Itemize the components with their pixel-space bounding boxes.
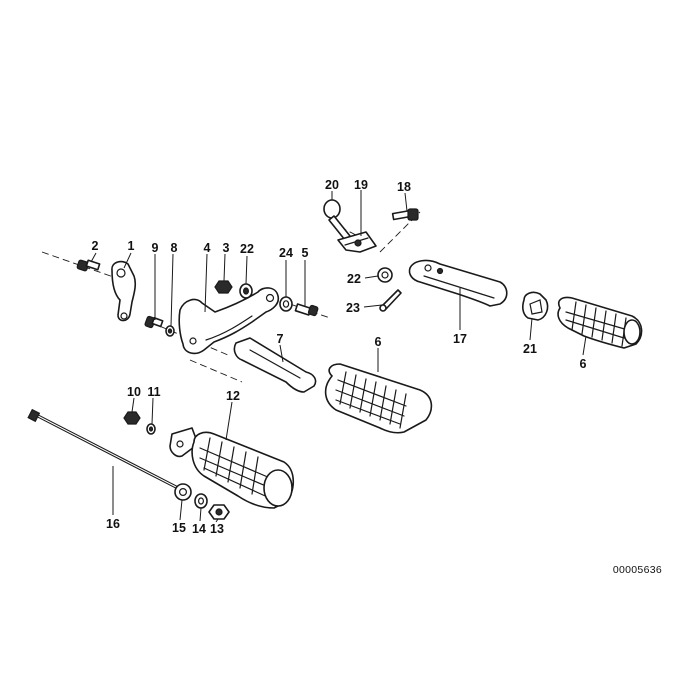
callout-12: 12 xyxy=(226,389,240,403)
part-6-footpeg-rubber-center xyxy=(324,363,433,434)
part-22-washer-right xyxy=(377,267,393,283)
callout-19: 19 xyxy=(354,178,368,192)
callout-6-right: 6 xyxy=(580,357,587,371)
part-6-footpeg-rubber-right xyxy=(557,296,643,349)
callout-7: 7 xyxy=(277,332,284,346)
part-9-screw xyxy=(144,315,164,329)
part-16-long-bolt xyxy=(27,408,180,490)
callout-14: 14 xyxy=(192,522,206,536)
leader-lines xyxy=(90,190,587,523)
callout-17: 17 xyxy=(453,332,467,346)
part-1-bracket xyxy=(111,260,137,322)
document-number: 00005636 xyxy=(613,564,662,576)
part-10-nut xyxy=(123,411,141,425)
callout-21: 21 xyxy=(523,342,537,356)
callout-1: 1 xyxy=(128,239,135,253)
callout-13: 13 xyxy=(210,522,224,536)
callout-15: 15 xyxy=(172,521,186,535)
part-15-washer xyxy=(174,483,192,501)
part-7-footrest-rubber xyxy=(233,337,317,393)
part-2-screw xyxy=(76,259,101,272)
part-14-washer xyxy=(194,493,208,509)
part-24-washer xyxy=(279,296,293,312)
callout-10: 10 xyxy=(127,385,141,399)
callout-labels: 2 1 9 8 4 3 22 24 5 7 6 20 19 18 22 23 1… xyxy=(92,178,587,536)
part-8-washer xyxy=(165,325,175,337)
part-21-pad xyxy=(522,291,549,321)
callout-20: 20 xyxy=(325,178,339,192)
part-13-nut xyxy=(208,504,230,520)
callout-8: 8 xyxy=(171,241,178,255)
callout-22-right: 22 xyxy=(347,272,361,286)
callout-18: 18 xyxy=(397,180,411,194)
part-20-knob xyxy=(323,199,351,241)
part-4-bracket-plate xyxy=(178,287,280,355)
callout-5: 5 xyxy=(302,246,309,260)
callout-23: 23 xyxy=(346,301,360,315)
callout-22-left: 22 xyxy=(240,242,254,256)
part-12-footpeg-assembly xyxy=(169,427,295,509)
part-23-pin xyxy=(379,289,402,312)
callout-11: 11 xyxy=(147,385,160,399)
part-22-washer-left xyxy=(239,283,253,299)
part-17-footrest-holder xyxy=(408,259,508,307)
callout-2: 2 xyxy=(92,239,99,253)
part-18-screw xyxy=(391,208,419,221)
callout-4: 4 xyxy=(204,241,211,255)
callout-16: 16 xyxy=(106,517,120,531)
part-11-washer xyxy=(146,423,156,435)
part-3-nut xyxy=(214,280,233,294)
callout-3: 3 xyxy=(223,241,230,255)
part-5-screw xyxy=(294,303,319,317)
callout-6-center: 6 xyxy=(375,335,382,349)
callout-9: 9 xyxy=(152,241,159,255)
callout-24: 24 xyxy=(279,246,293,260)
